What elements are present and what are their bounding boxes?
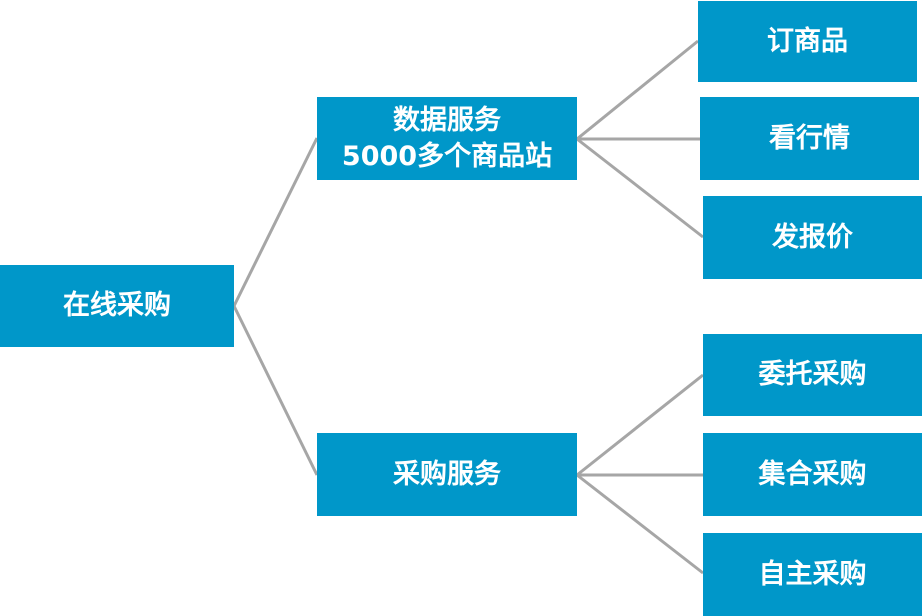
branch-node-purchase-service: 采购服务 (317, 433, 577, 516)
branch-node-label-line-2: 5000多个商品站 (341, 140, 553, 172)
leaf-node-entrusted-purchase: 委托采购 (703, 334, 922, 416)
connector-data-service-order (576, 39, 699, 141)
leaf-node-label: 发报价 (772, 221, 853, 253)
leaf-node-label: 订商品 (767, 25, 848, 57)
branch-node-label: 采购服务 (393, 458, 501, 490)
root-node-label: 在线采购 (63, 290, 171, 321)
root-node-online-purchasing: 在线采购 (0, 265, 234, 347)
leaf-node-label: 看行情 (769, 122, 850, 154)
leaf-node-send-quote: 发报价 (703, 196, 922, 279)
connector-root-purchase-service (232, 305, 319, 476)
leaf-node-label: 集合采购 (758, 458, 867, 490)
connector-purchase-service-self (576, 473, 704, 575)
leaf-node-label: 自主采购 (758, 558, 867, 590)
leaf-node-order-goods: 订商品 (698, 1, 917, 82)
branch-node-data-service: 数据服务 5000多个商品站 (317, 97, 577, 180)
leaf-node-view-market: 看行情 (700, 97, 919, 180)
leaf-node-self-purchase: 自主采购 (703, 533, 922, 616)
leaf-node-label: 委托采购 (758, 359, 867, 390)
leaf-node-group-purchase: 集合采购 (703, 433, 922, 516)
connector-purchase-service-entrusted (576, 373, 704, 477)
connector-data-service-pricing (576, 137, 704, 239)
branch-node-label-line-1: 数据服务 (393, 104, 501, 136)
connector-root-data-service (232, 137, 319, 307)
